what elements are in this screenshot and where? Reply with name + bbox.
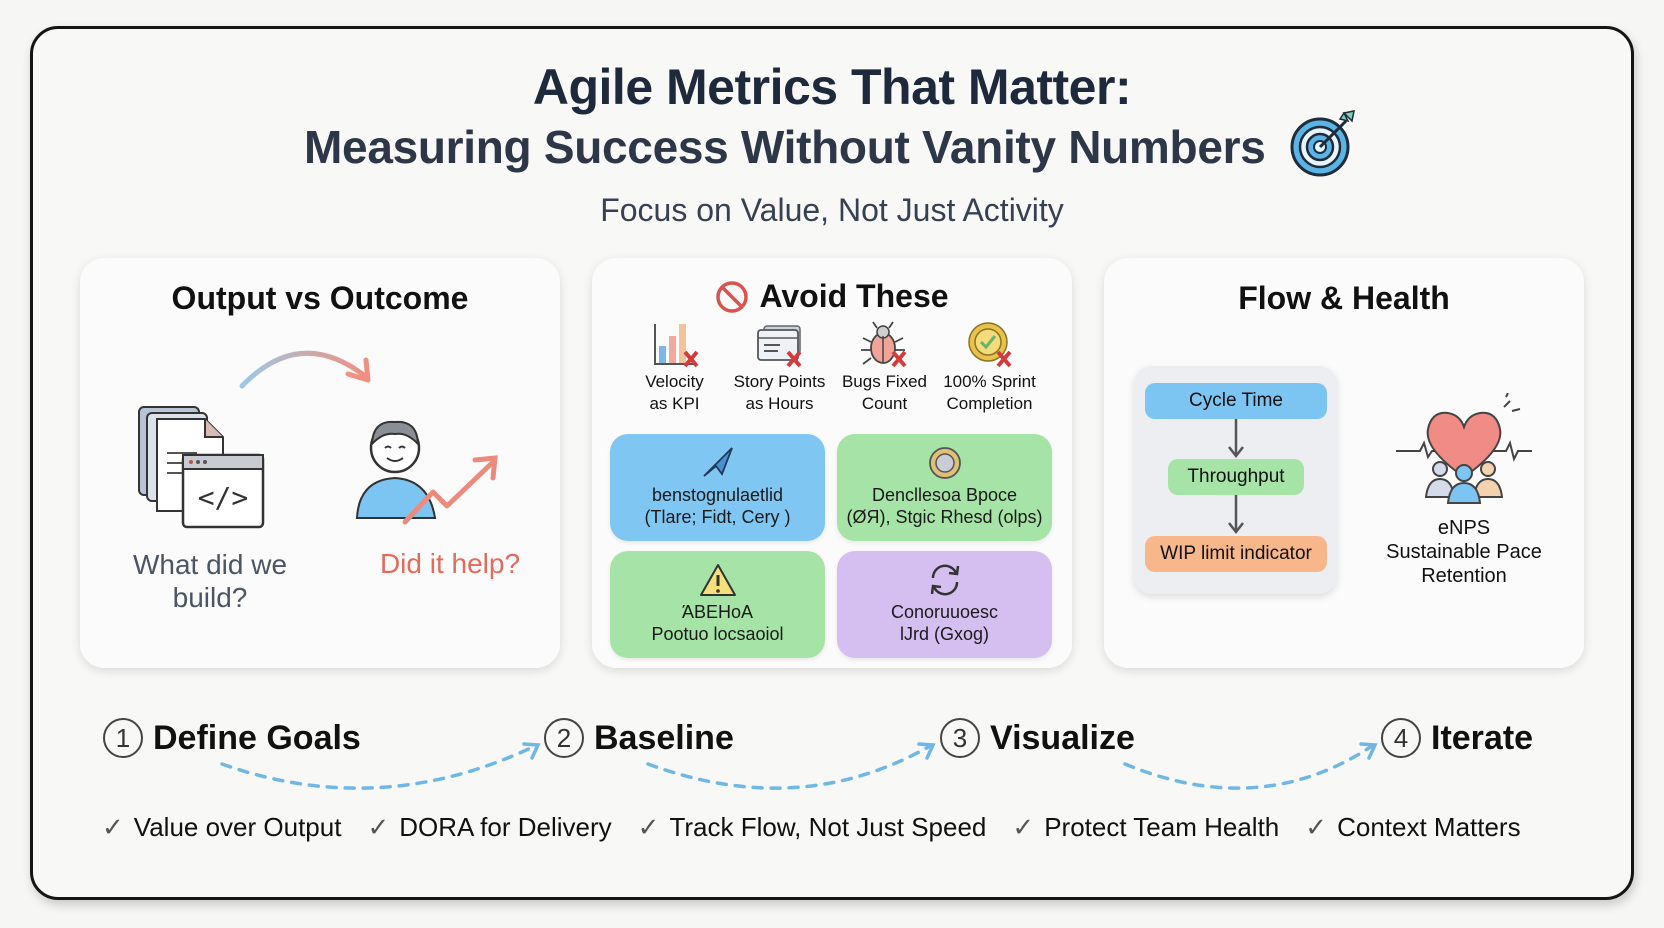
heart-team-icon (1396, 393, 1532, 504)
outcome-question: Did it help? (379, 548, 521, 579)
warning-icon (699, 564, 736, 596)
prohibited-icon (716, 280, 749, 313)
paper-plane-icon (702, 447, 733, 477)
step-number: 1 (103, 718, 143, 758)
flow-throughput: Throughput (1168, 459, 1304, 495)
title-line-2: Measuring Success Without Vanity Numbers (0, 109, 1664, 179)
checklist-item: ✓Protect Team Health (1012, 812, 1280, 842)
avoid-item: Story Points as Hours (727, 320, 832, 414)
arrow-down-icon (1228, 419, 1244, 459)
step-define-goals: 1 Define Goals (103, 718, 361, 758)
svg-text:</>: </> (198, 481, 249, 514)
check-icon: ✓ (637, 812, 660, 842)
metric-tile: Dencllesoa Bpoce (ØЯ), Stgic Rhesd (olps… (837, 434, 1052, 541)
bar-chart-x-icon (653, 324, 699, 368)
refresh-icon (930, 564, 959, 596)
card-avoid-these: Avoid These Velocity as KPI Story Points… (592, 258, 1072, 668)
avoid-item: 100% Sprint Completion (937, 320, 1042, 414)
card-title: Flow & Health (1238, 280, 1450, 316)
card-title: Avoid These (592, 278, 1072, 315)
step-number: 3 (940, 718, 980, 758)
gear-badge-icon (928, 447, 961, 479)
health-metrics: eNPS Sustainable Pace Retention (1386, 517, 1542, 587)
card-output-vs-outcome: Output vs Outcome </> What did we build?… (80, 258, 560, 668)
check-icon: ✓ (1012, 812, 1035, 842)
avoid-list: Velocity as KPI Story Points as Hours (622, 320, 1042, 414)
step-number: 2 (544, 718, 584, 758)
avoid-title-text: Avoid These (759, 278, 949, 314)
avoid-item: Bugs Fixed Count (832, 320, 937, 414)
flow-wip-limit: WIP limit indicator (1145, 536, 1327, 572)
step-visualize: 3 Visualize (940, 718, 1135, 758)
step-number: 4 (1381, 718, 1421, 758)
documents-code-icon: </> (138, 406, 265, 529)
metric-tile: Conoruuoesc lJrd (Gxog) (837, 551, 1052, 658)
step-baseline: 2 Baseline (544, 718, 734, 758)
flow-diagram: Cycle Time Throughput WIP limit indicato… (1134, 366, 1337, 594)
avoid-item: Velocity as KPI (622, 320, 727, 414)
check-icon: ✓ (1305, 812, 1328, 842)
arrow-down-icon (1228, 495, 1244, 535)
output-question: What did we build? (132, 549, 288, 613)
checklist-item: ✓Context Matters (1305, 812, 1521, 842)
checklist-item: ✓Track Flow, Not Just Speed (637, 812, 987, 842)
check-icon: ✓ (367, 812, 390, 842)
step-iterate: 4 Iterate (1381, 718, 1533, 758)
checklist-item: ✓Value over Output (102, 812, 342, 842)
bug-x-icon (860, 321, 907, 368)
metric-tile: benstognulaetlid (Tlare; Fidt, Cery ) (610, 434, 825, 541)
title-line-1: Agile Metrics That Matter: (532, 59, 1132, 115)
card-x-icon (756, 325, 802, 368)
principles-checklist: ✓Value over Output ✓DORA for Delivery ✓T… (102, 812, 1521, 843)
metric-tile: ΆΒΕΗoA Pootuo locsaoiol (610, 551, 825, 658)
card-flow-health: Flow & Health Cycle Time Throughput WIP … (1104, 258, 1584, 668)
card-title: Output vs Outcome (171, 280, 469, 316)
checklist-item: ✓DORA for Delivery (367, 812, 612, 842)
title-line-2-text: Measuring Success Without Vanity Numbers (304, 121, 1266, 173)
flow-cycle-time: Cycle Time (1145, 383, 1327, 419)
person-growth-icon (355, 420, 498, 525)
check-icon: ✓ (102, 812, 124, 842)
target-icon (1290, 109, 1355, 177)
subtitle: Focus on Value, Not Just Activity (600, 192, 1064, 228)
badge-x-icon (967, 322, 1012, 368)
curved-arrow-icon (239, 350, 371, 389)
